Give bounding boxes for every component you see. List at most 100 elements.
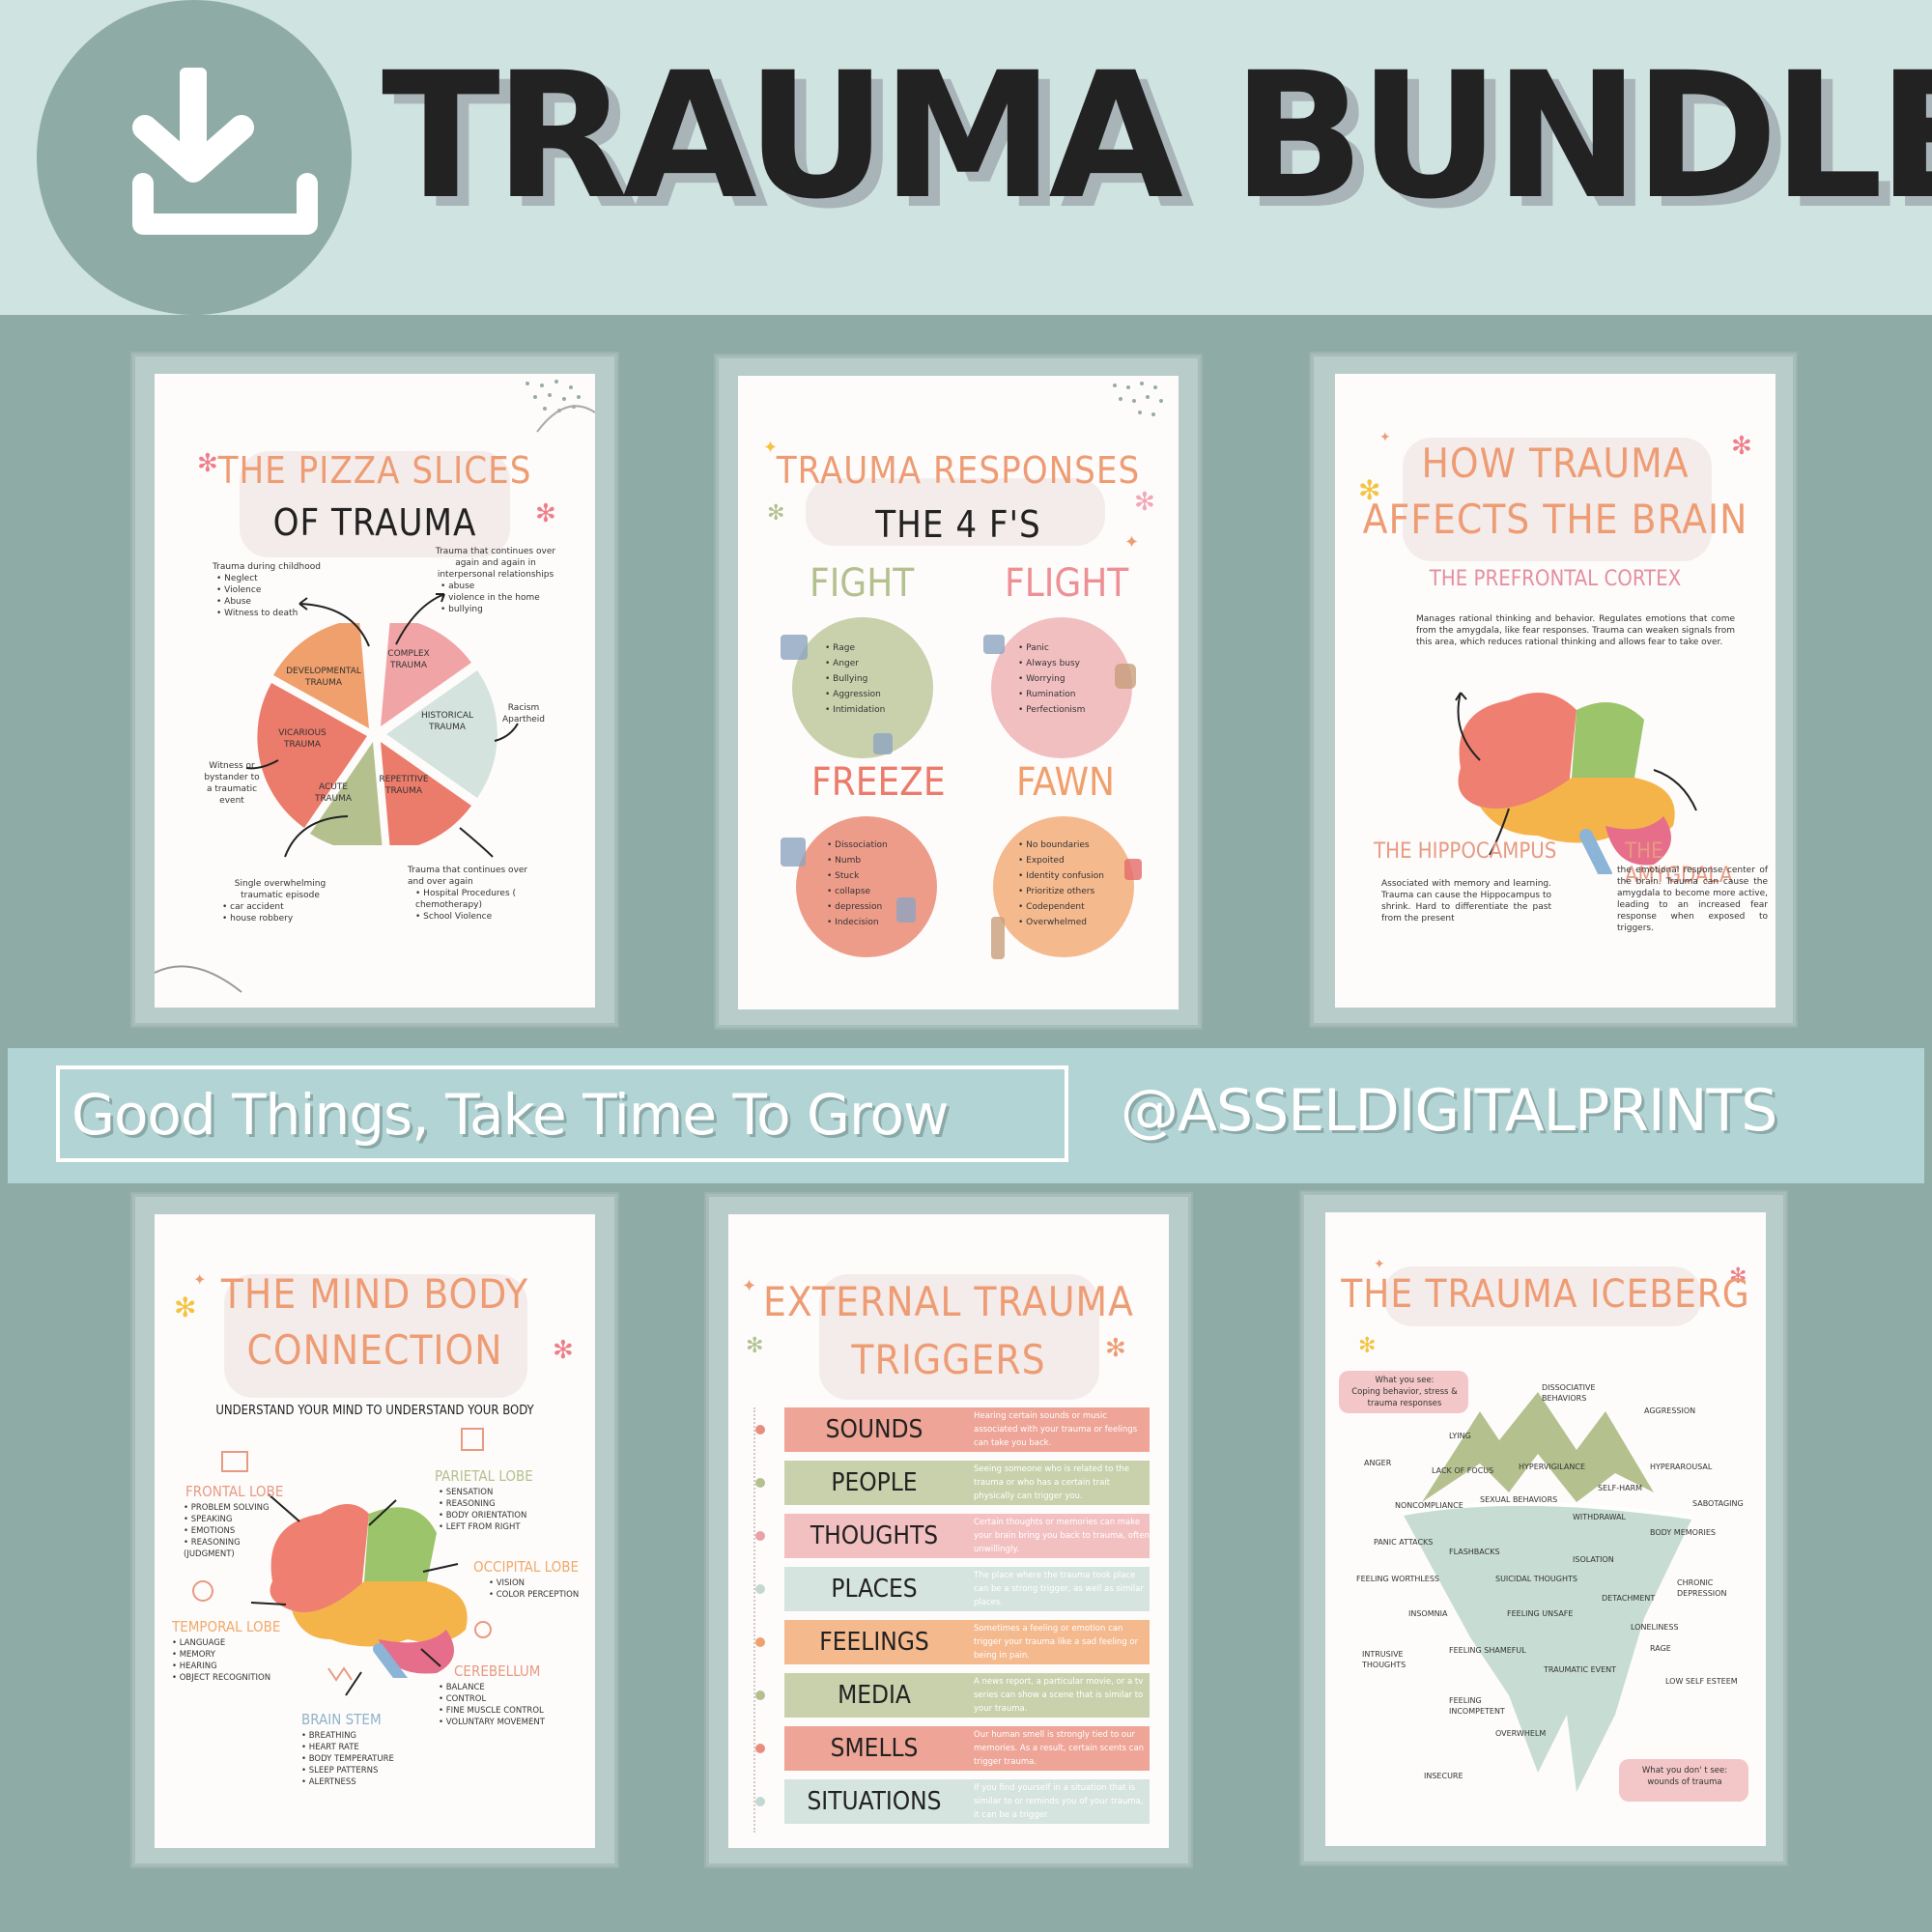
trigger-label: SOUNDS: [825, 1415, 923, 1444]
iceberg-word: SELF-HARM: [1598, 1484, 1643, 1492]
parietal-list: SENSATIONREASONINGBODY ORIENTATIONLEFT F…: [439, 1487, 527, 1533]
poster-responses: ✦ ✻ ✻ ✦ TRAUMA RESPONSES THE 4 F'S FIGHT…: [738, 376, 1179, 1009]
sparkle-icon: ✦: [193, 1270, 207, 1289]
fight-heading: FIGHT: [810, 561, 915, 606]
trigger-description: Sometimes a feeling or emotion can trigg…: [974, 1624, 1139, 1661]
poster-subtitle: THE 4 F'S: [875, 503, 1041, 546]
slice-label: DEVELOPMENTAL TRAUMA: [286, 667, 361, 688]
title-background: [1403, 438, 1712, 561]
poster-frame-mindbody[interactable]: ✦ ✻ ✻ THE MIND BODY CONNECTION UNDERSTAN…: [132, 1194, 617, 1866]
fight-list: RageAngerBullyingAggressionIntimidation: [825, 640, 885, 718]
dots-decoration-icon: [1113, 382, 1163, 416]
timeline-dot: [755, 1425, 765, 1435]
flower-icon: ✻: [746, 1334, 764, 1358]
dont-see-bubble-text: What you don' t see:wounds of trauma: [1641, 1766, 1728, 1787]
iceberg-word: BODY MEMORIES: [1650, 1528, 1717, 1537]
flower-icon: ✻: [197, 449, 218, 478]
see-bubble: [1339, 1371, 1468, 1413]
freeze-list: DissociationNumbStuckcollapsedepressionI…: [827, 838, 888, 930]
iceberg-word: LYING: [1449, 1432, 1471, 1440]
download-button[interactable]: [37, 0, 352, 315]
trigger-description: Hearing certain sounds or music associat…: [974, 1411, 1138, 1448]
iceberg-word: HYPERVIGILANCE: [1519, 1463, 1586, 1471]
hippocampus-text: Associated with memory and learning. Tra…: [1381, 879, 1551, 923]
poster-subtitle: OF TRAUMA: [272, 501, 477, 544]
trigger-description: A news report, a particular movie, or a …: [974, 1677, 1144, 1714]
dont-see-bubble: [1619, 1759, 1748, 1802]
trigger-label: SMELLS: [830, 1734, 919, 1763]
trigger-row: THOUGHTS Certain thoughts or memories can…: [755, 1514, 1150, 1558]
trigger-label: THOUGHTS: [810, 1521, 939, 1550]
timeline-dot: [755, 1637, 765, 1647]
slice-repetitive: [381, 742, 471, 845]
iceberg-word: FEELING SHAMEFUL: [1449, 1646, 1526, 1655]
iceberg-word: INTRUSIVE THOUGHTS: [1362, 1650, 1406, 1669]
iceberg-word: SABOTAGING: [1692, 1499, 1744, 1508]
iceberg-word: FEELING WORTHLESS: [1356, 1575, 1440, 1583]
note-developmental: Trauma during childhood NeglectViolenceA…: [213, 561, 338, 619]
trigger-description: Seeing someone who is related to the tra…: [974, 1464, 1130, 1501]
poster-title: TRAUMA RESPONSES: [776, 449, 1141, 492]
timeline-line: [753, 1407, 755, 1833]
flower-icon: ✻: [1731, 432, 1752, 461]
iceberg-word: NONCOMPLIANCE: [1395, 1501, 1463, 1510]
iceberg-word: DETACHMENT: [1602, 1594, 1656, 1603]
poster-title: THE TRAUMA ICEBERG: [1341, 1272, 1750, 1317]
poster-frame-responses[interactable]: ✦ ✻ ✻ ✦ TRAUMA RESPONSES THE 4 F'S FIGHT…: [716, 355, 1201, 1028]
brainstem-list: BREATHINGHEART RATEBODY TEMPERATURESLEEP…: [301, 1730, 394, 1788]
freeze-heading: FREEZE: [811, 760, 946, 805]
iceberg-illustration: [1402, 1392, 1693, 1792]
iceberg-word: LOW SELF ESTEEM: [1665, 1677, 1738, 1686]
iceberg-word: LONELINESS: [1631, 1623, 1679, 1632]
flight-heading: FLIGHT: [1005, 561, 1129, 606]
poster-title: HOW TRAUMA: [1421, 440, 1690, 487]
iceberg-word: RAGE: [1650, 1644, 1671, 1653]
poster-title-line2: TRIGGERS: [851, 1336, 1046, 1383]
page-title: TRAUMA BUNDLE: [382, 36, 1932, 238]
iceberg-word: HYPERAROUSAL: [1650, 1463, 1713, 1471]
iceberg-word: INSOMNIA: [1408, 1609, 1448, 1618]
iceberg-word: ANGER: [1364, 1459, 1392, 1467]
slice-developmental: [273, 623, 369, 728]
cerebellum-heading: CEREBELLUM: [454, 1662, 541, 1680]
occipital-list: VISIONCOLOR PERCEPTION: [489, 1577, 580, 1601]
poster-frame-brain[interactable]: ✦ ✻ ✻ HOW TRAUMA AFFECTS THE BRAIN THE P…: [1311, 354, 1796, 1026]
fawn-heading: FAWN: [1016, 760, 1115, 805]
note-historical: Racism Apartheid: [501, 703, 546, 724]
slice-label: HISTORICAL TRAUMA: [420, 711, 474, 732]
trigger-description: If you find yourself in a situation that…: [974, 1783, 1144, 1820]
note-repetitive: Trauma that continues over and over agai…: [408, 865, 543, 923]
sparkle-icon: ✦: [1374, 1257, 1385, 1272]
note-complex: Trauma that continues over again and aga…: [433, 546, 558, 615]
iceberg-word: WITHDRAWAL: [1573, 1513, 1627, 1521]
poster-tagline: UNDERSTAND YOUR MIND TO UNDERSTAND YOUR …: [215, 1404, 534, 1418]
poster-brain: ✦ ✻ ✻ HOW TRAUMA AFFECTS THE BRAIN THE P…: [1335, 374, 1776, 1008]
occipital-heading: OCCIPITAL LOBE: [473, 1558, 580, 1576]
trigger-description: Certain thoughts or memories can make yo…: [974, 1518, 1150, 1554]
sparkle-icon: ✦: [1379, 430, 1391, 445]
iceberg-word: PANIC ATTACKS: [1374, 1538, 1434, 1547]
timeline-dot: [755, 1744, 765, 1753]
iceberg-word: OVERWHELM: [1495, 1729, 1547, 1738]
cerebellum-list: BALANCECONTROLFINE MUSCLE CONTROLVOLUNTA…: [439, 1682, 545, 1728]
poster-frame-iceberg[interactable]: ✦ ✻ ✻ THE TRAUMA ICEBERG What you see:Co…: [1301, 1192, 1786, 1864]
sparkle-icon: ✦: [763, 438, 779, 458]
iceberg-word: CHRONIC DEPRESSION: [1677, 1578, 1727, 1598]
poster-frame-pizza[interactable]: ✻ ✻ THE PIZZA SLICES OF TRAUMA DEVELOPME…: [132, 354, 617, 1026]
poster-pizza: ✻ ✻ THE PIZZA SLICES OF TRAUMA DEVELOPME…: [155, 374, 595, 1008]
amygdala-text: the emotional response center of the bra…: [1617, 866, 1768, 933]
pfc-text: Manages rational thinking and behavior. …: [1416, 614, 1735, 647]
download-icon: [132, 68, 318, 235]
slice-complex: [381, 623, 471, 726]
slice-label: VICARIOUS TRAUMA: [278, 728, 327, 750]
parietal-heading: PARIETAL LOBE: [435, 1467, 533, 1485]
amygdala-heading: THE AMYGDALA: [1625, 839, 1733, 888]
poster-title: THE PIZZA SLICES: [217, 449, 532, 492]
note-acute: Single overwhelming traumatic episode ca…: [222, 878, 338, 924]
arrows-icon: [155, 593, 519, 993]
sparkle-icon: ✦: [742, 1276, 757, 1296]
shop-handle[interactable]: @ASSELDIGITALPRINTS: [1121, 1077, 1777, 1145]
poster-mindbody: ✦ ✻ ✻ THE MIND BODY CONNECTION UNDERSTAN…: [155, 1214, 595, 1848]
